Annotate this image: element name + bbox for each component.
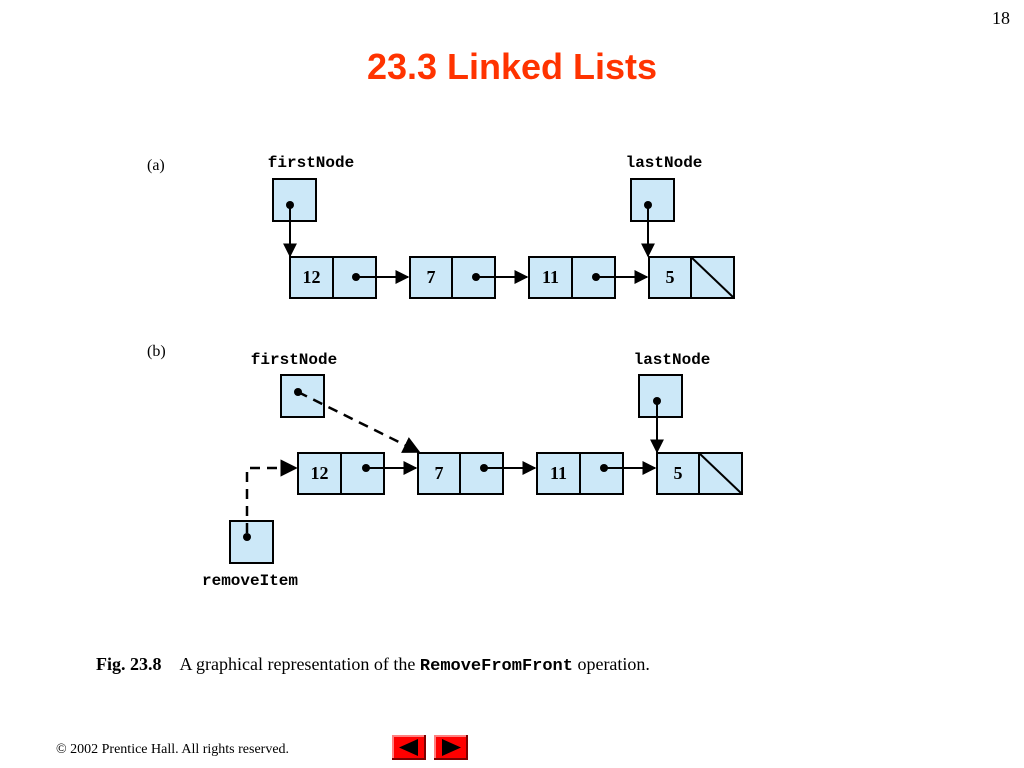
list-node: 12 (289, 256, 410, 299)
node-value: 11 (542, 267, 559, 287)
node-value: 5 (674, 463, 683, 483)
panel-b-label: (b) (147, 343, 166, 360)
node-value: 7 (427, 267, 436, 287)
first-node-reference-box (280, 374, 421, 454)
last-node-label: lastNode (634, 351, 711, 369)
caption-method-name: RemoveFromFront (419, 657, 573, 676)
right-triangle-icon (442, 739, 461, 756)
last-node-reference-box (630, 178, 675, 258)
last-node-label: lastNode (626, 154, 703, 172)
previous-slide-button[interactable] (392, 735, 426, 760)
list-node-last: 5 (656, 452, 743, 495)
linked-list-diagram: (a) firstNode lastNode 12 7 11 5 (147, 154, 743, 590)
remove-item-label: removeItem (202, 572, 298, 590)
null-link-icon (690, 256, 735, 299)
list-node-last: 5 (648, 256, 735, 299)
left-triangle-icon (399, 739, 418, 756)
node-value: 12 (303, 267, 321, 287)
last-node-reference-box (638, 374, 683, 454)
slide-title: 23.3 Linked Lists (366, 46, 658, 87)
list-node: 11 (528, 256, 649, 299)
panel-a-label: (a) (147, 157, 165, 174)
first-node-label: firstNode (268, 154, 354, 172)
list-node: 11 (536, 452, 657, 495)
node-value: 11 (550, 463, 567, 483)
list-node: 7 (417, 452, 537, 495)
first-node-label: firstNode (251, 351, 337, 369)
node-value: 5 (666, 267, 675, 287)
figure-caption: Fig. 23.8 A graphical representation of t… (96, 654, 650, 676)
first-node-reference-box (272, 178, 317, 258)
list-node: 7 (409, 256, 529, 299)
null-link-icon (698, 452, 743, 495)
caption-text-before: A graphical representation of the (179, 654, 420, 674)
caption-text-after: operation. (572, 654, 650, 674)
copyright-notice: © 2002 Prentice Hall. All rights reserve… (56, 742, 290, 757)
remove-item-reference-box (229, 459, 298, 564)
next-slide-button[interactable] (434, 735, 468, 760)
figure-number: Fig. 23.8 (96, 654, 162, 674)
page-number: 18 (992, 8, 1010, 28)
node-value: 12 (311, 463, 329, 483)
node-value: 7 (435, 463, 444, 483)
list-node-removed: 12 (297, 452, 418, 495)
